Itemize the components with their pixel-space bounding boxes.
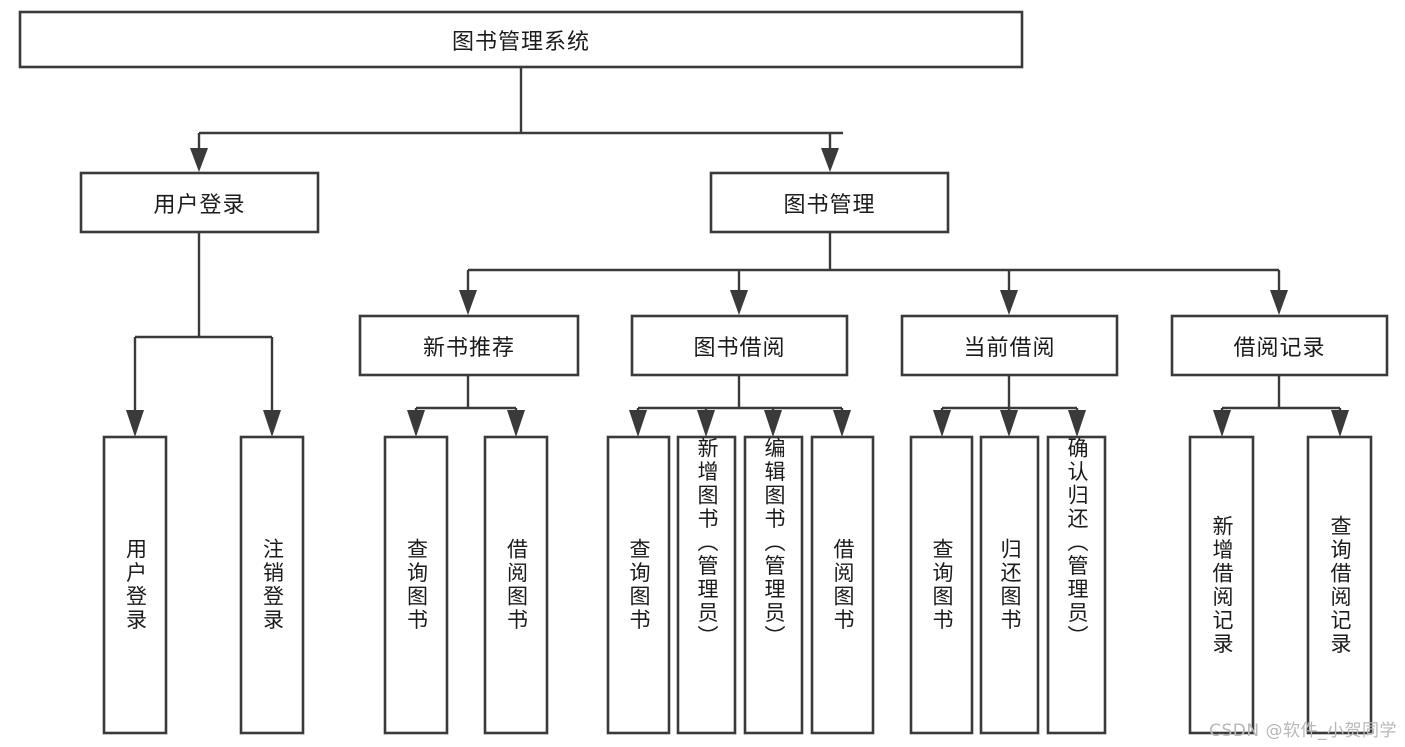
- connector-userlogin-to-leaves: [126, 232, 281, 437]
- leaf-records-1[interactable]: [1306, 435, 1373, 735]
- leaf-book-borrow-1[interactable]: [676, 435, 737, 735]
- leaf-new-book-1[interactable]: [483, 435, 549, 735]
- connector-records-to-leaves: [1213, 375, 1349, 437]
- node-borrow-records[interactable]: [1170, 314, 1389, 377]
- connector-bookmgmt-to-level2: [459, 232, 1288, 315]
- node-new-book-recommend[interactable]: [358, 314, 580, 377]
- leaf-new-book-0[interactable]: [383, 435, 449, 735]
- leaf-book-borrow-2[interactable]: [743, 435, 804, 735]
- node-current-borrow[interactable]: [900, 314, 1119, 377]
- connector-bookborrow-to-leaves: [629, 375, 851, 437]
- node-root[interactable]: [18, 10, 1024, 69]
- node-book-borrow[interactable]: [630, 314, 849, 377]
- connector-newbook-to-leaves: [407, 375, 525, 437]
- leaf-book-borrow-0[interactable]: [606, 435, 671, 735]
- connector-currentborrow-to-leaves: [933, 375, 1086, 437]
- leaf-user-login-0[interactable]: [102, 435, 168, 735]
- leaf-current-borrow-2[interactable]: [1046, 435, 1107, 735]
- leaf-records-0[interactable]: [1188, 435, 1255, 735]
- leaf-book-borrow-3[interactable]: [810, 435, 875, 735]
- node-book-management[interactable]: [709, 171, 950, 234]
- leaf-user-login-1[interactable]: [239, 435, 305, 735]
- leaf-current-borrow-1[interactable]: [979, 435, 1040, 735]
- leaf-current-borrow-0[interactable]: [909, 435, 974, 735]
- csdn-watermark: CSDN @软件_小贺同学: [1209, 721, 1397, 741]
- node-user-login[interactable]: [79, 171, 320, 234]
- connector-root-to-level1: [190, 67, 843, 172]
